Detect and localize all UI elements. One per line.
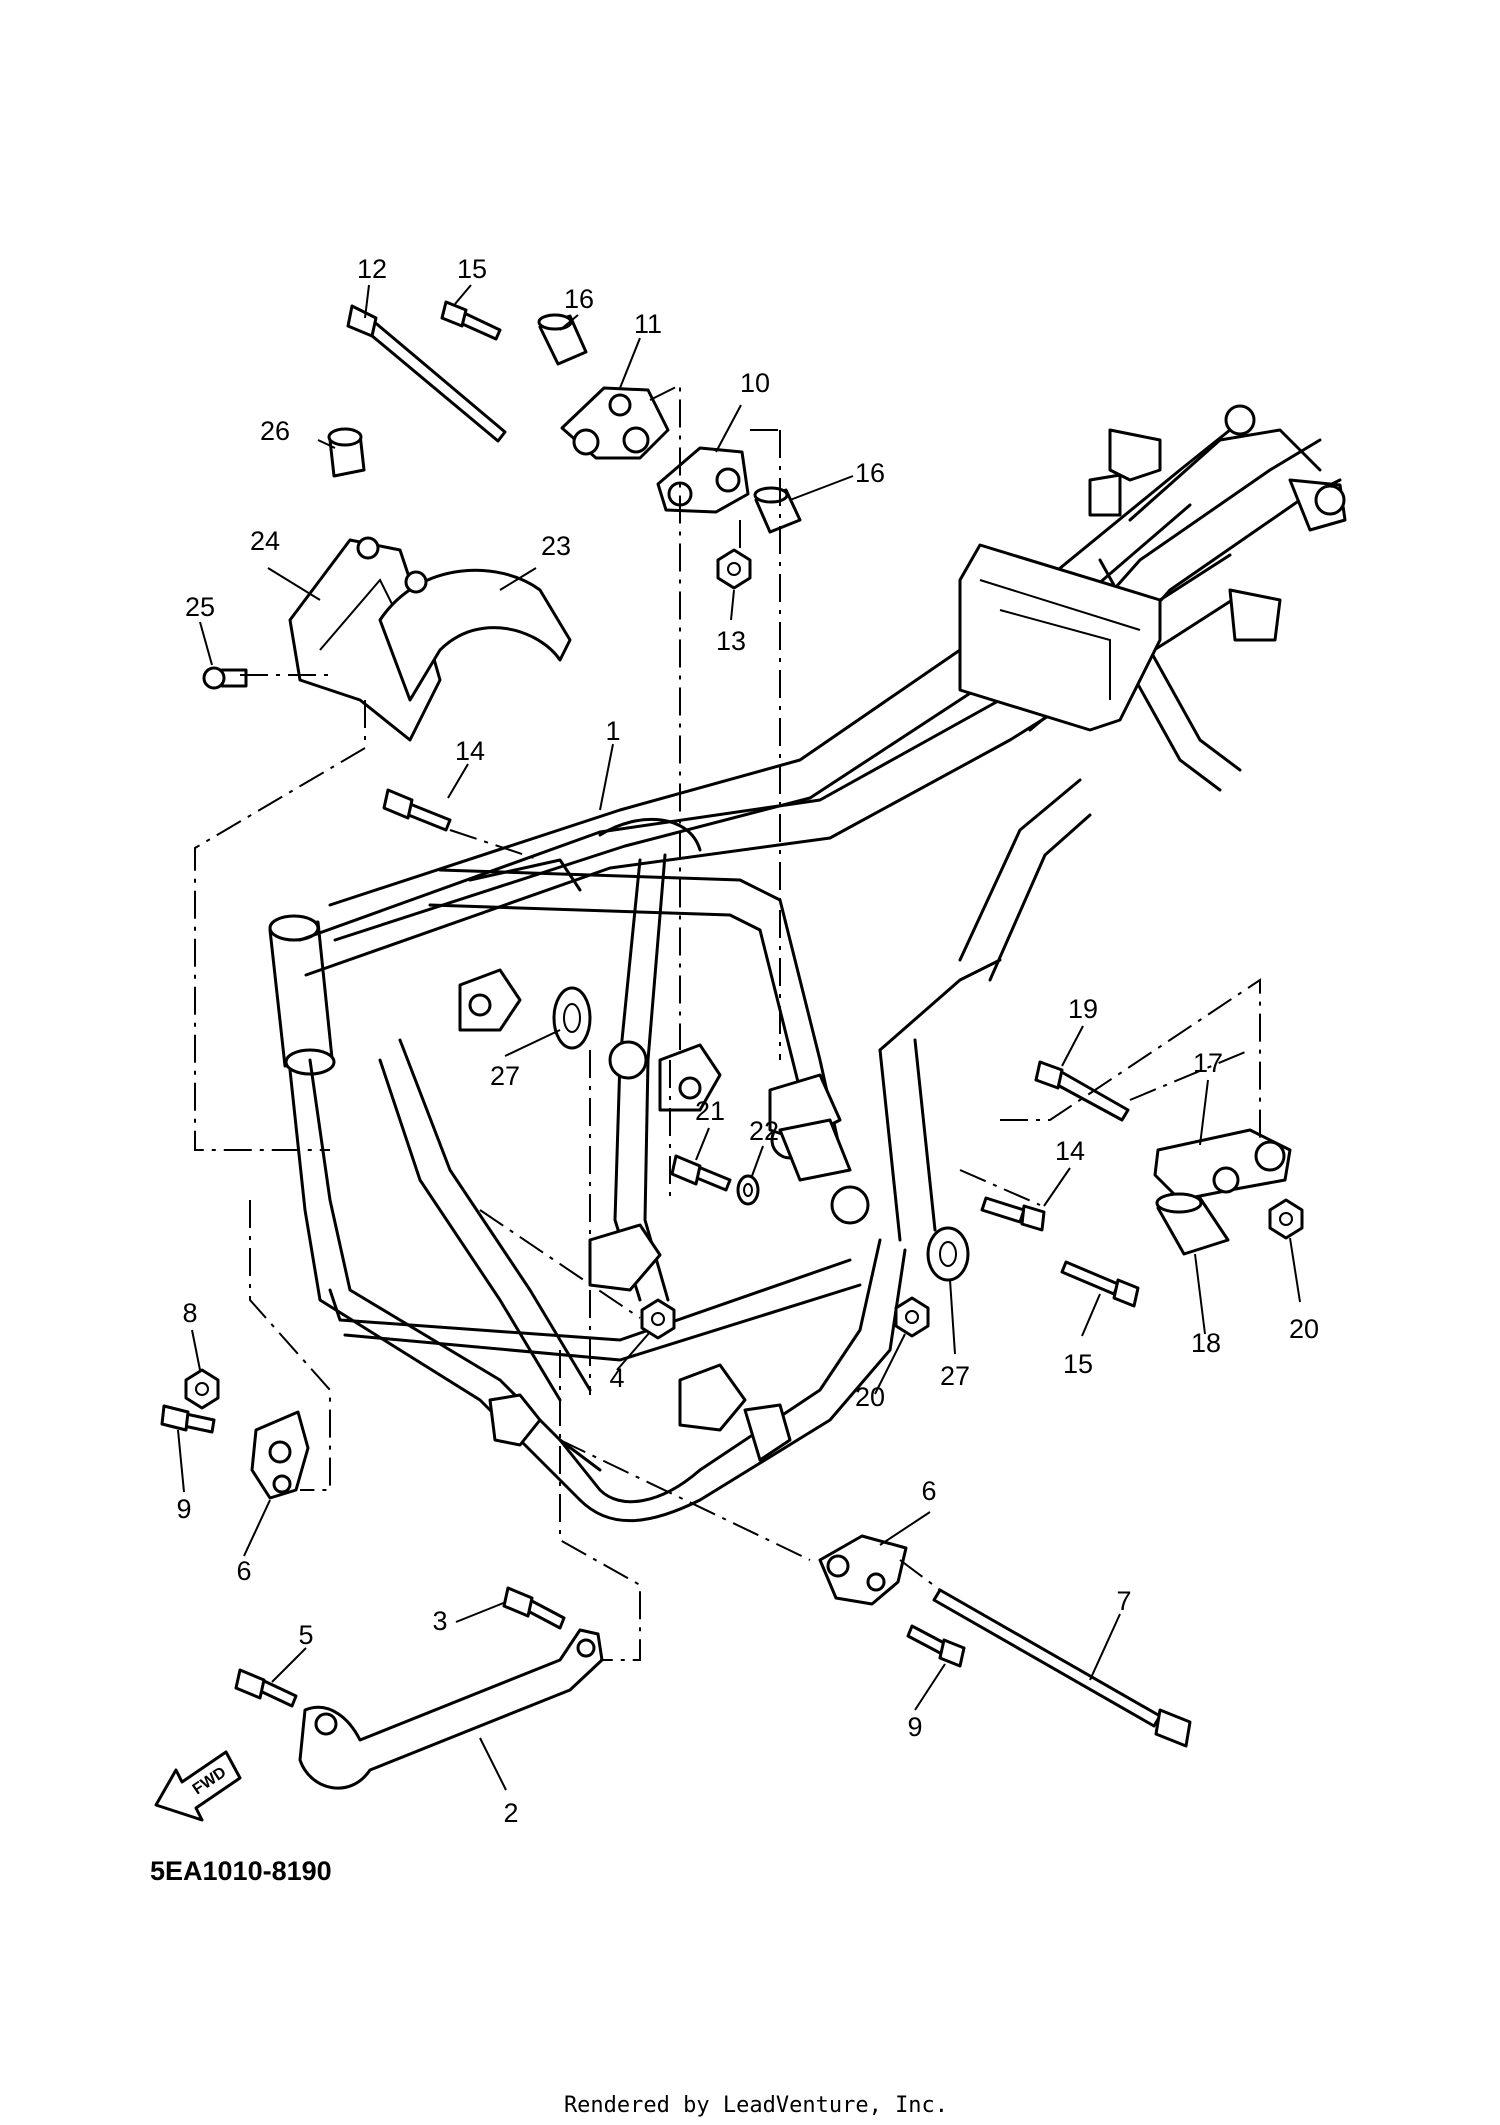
callout-17: 17 xyxy=(1193,1048,1223,1078)
long-bolt-7[interactable] xyxy=(932,1588,1192,1748)
engine-bracket-2[interactable] xyxy=(298,1628,604,1790)
callout-5: 5 xyxy=(298,1620,313,1650)
callout-4: 4 xyxy=(609,1363,624,1393)
bolt-21[interactable] xyxy=(670,1154,732,1192)
callout-16: 16 xyxy=(564,284,594,314)
callout-15: 15 xyxy=(457,254,487,284)
main-frame[interactable] xyxy=(268,404,1347,1523)
callout-1: 1 xyxy=(605,716,620,746)
bracket-10[interactable] xyxy=(656,446,750,514)
bracket-6-left[interactable] xyxy=(250,1410,310,1500)
callout-24: 24 xyxy=(250,526,280,556)
callout-10: 10 xyxy=(740,368,770,398)
callout-15: 15 xyxy=(1063,1349,1093,1379)
callout-3: 3 xyxy=(432,1606,447,1636)
assembly-lines xyxy=(194,383,1261,1661)
callout-12: 12 xyxy=(357,254,387,284)
forward-direction-arrow: FWD xyxy=(154,1750,242,1822)
collar-18[interactable] xyxy=(1155,1192,1230,1256)
bolt-14-upper[interactable] xyxy=(382,788,452,832)
callout-13: 13 xyxy=(716,626,746,656)
grommet-27-upper[interactable] xyxy=(552,986,592,1050)
callout-20: 20 xyxy=(855,1382,885,1412)
callout-7: 7 xyxy=(1116,1586,1131,1616)
render-credit: Rendered by LeadVenture, Inc. xyxy=(564,2093,948,2118)
callout-21: 21 xyxy=(695,1096,725,1126)
nut-8[interactable] xyxy=(184,1368,220,1410)
collar-16-left[interactable] xyxy=(537,313,588,366)
bolt-9-left[interactable] xyxy=(160,1404,216,1434)
callout-8: 8 xyxy=(182,1298,197,1328)
bolt-15-top[interactable] xyxy=(440,300,502,341)
nut-13[interactable] xyxy=(716,548,752,590)
callout-19: 19 xyxy=(1068,994,1098,1024)
screw-25[interactable] xyxy=(202,666,248,690)
bracket-6-right[interactable] xyxy=(818,1534,908,1606)
callout-9: 9 xyxy=(176,1494,191,1524)
callout-27: 27 xyxy=(940,1361,970,1391)
washer-22[interactable] xyxy=(736,1174,760,1206)
bolt-12[interactable] xyxy=(346,304,507,443)
damper-26[interactable] xyxy=(327,427,366,478)
callout-labels: 12 15 16 11 26 10 16 24 23 25 13 1 14 27… xyxy=(176,254,1319,1828)
bracket-17[interactable] xyxy=(1153,1128,1292,1202)
callout-23: 23 xyxy=(541,531,571,561)
bolt-3[interactable] xyxy=(502,1586,566,1630)
callout-14: 14 xyxy=(455,736,485,766)
nut-20-right[interactable] xyxy=(1268,1198,1304,1240)
grommet-27-lower[interactable] xyxy=(926,1226,970,1282)
leader-lines xyxy=(177,284,1301,1791)
callout-25: 25 xyxy=(185,592,215,622)
part-diagram-code: 5EA1010-8190 xyxy=(150,1856,332,1886)
nut-20-mid[interactable] xyxy=(894,1296,930,1338)
callout-14: 14 xyxy=(1055,1136,1085,1166)
bolt-5[interactable] xyxy=(234,1668,298,1708)
callout-16: 16 xyxy=(855,458,885,488)
callout-2: 2 xyxy=(503,1798,518,1828)
callout-6: 6 xyxy=(921,1476,936,1506)
bracket-11[interactable] xyxy=(560,386,670,460)
bolt-9-right[interactable] xyxy=(906,1624,966,1668)
collar-16-right[interactable] xyxy=(753,486,802,534)
callout-9: 9 xyxy=(907,1712,922,1742)
callout-11: 11 xyxy=(634,309,662,339)
bolt-15-lower[interactable] xyxy=(1060,1260,1140,1308)
callout-27: 27 xyxy=(490,1061,520,1091)
callout-6: 6 xyxy=(236,1556,251,1586)
callout-22: 22 xyxy=(749,1116,779,1146)
callout-26: 26 xyxy=(260,416,290,446)
callout-20: 20 xyxy=(1289,1314,1319,1344)
bolt-14-right[interactable] xyxy=(980,1196,1046,1232)
callout-18: 18 xyxy=(1191,1328,1221,1358)
cover-23[interactable] xyxy=(378,568,572,702)
nut-4[interactable] xyxy=(640,1298,676,1340)
bolt-19[interactable] xyxy=(1034,1060,1130,1122)
